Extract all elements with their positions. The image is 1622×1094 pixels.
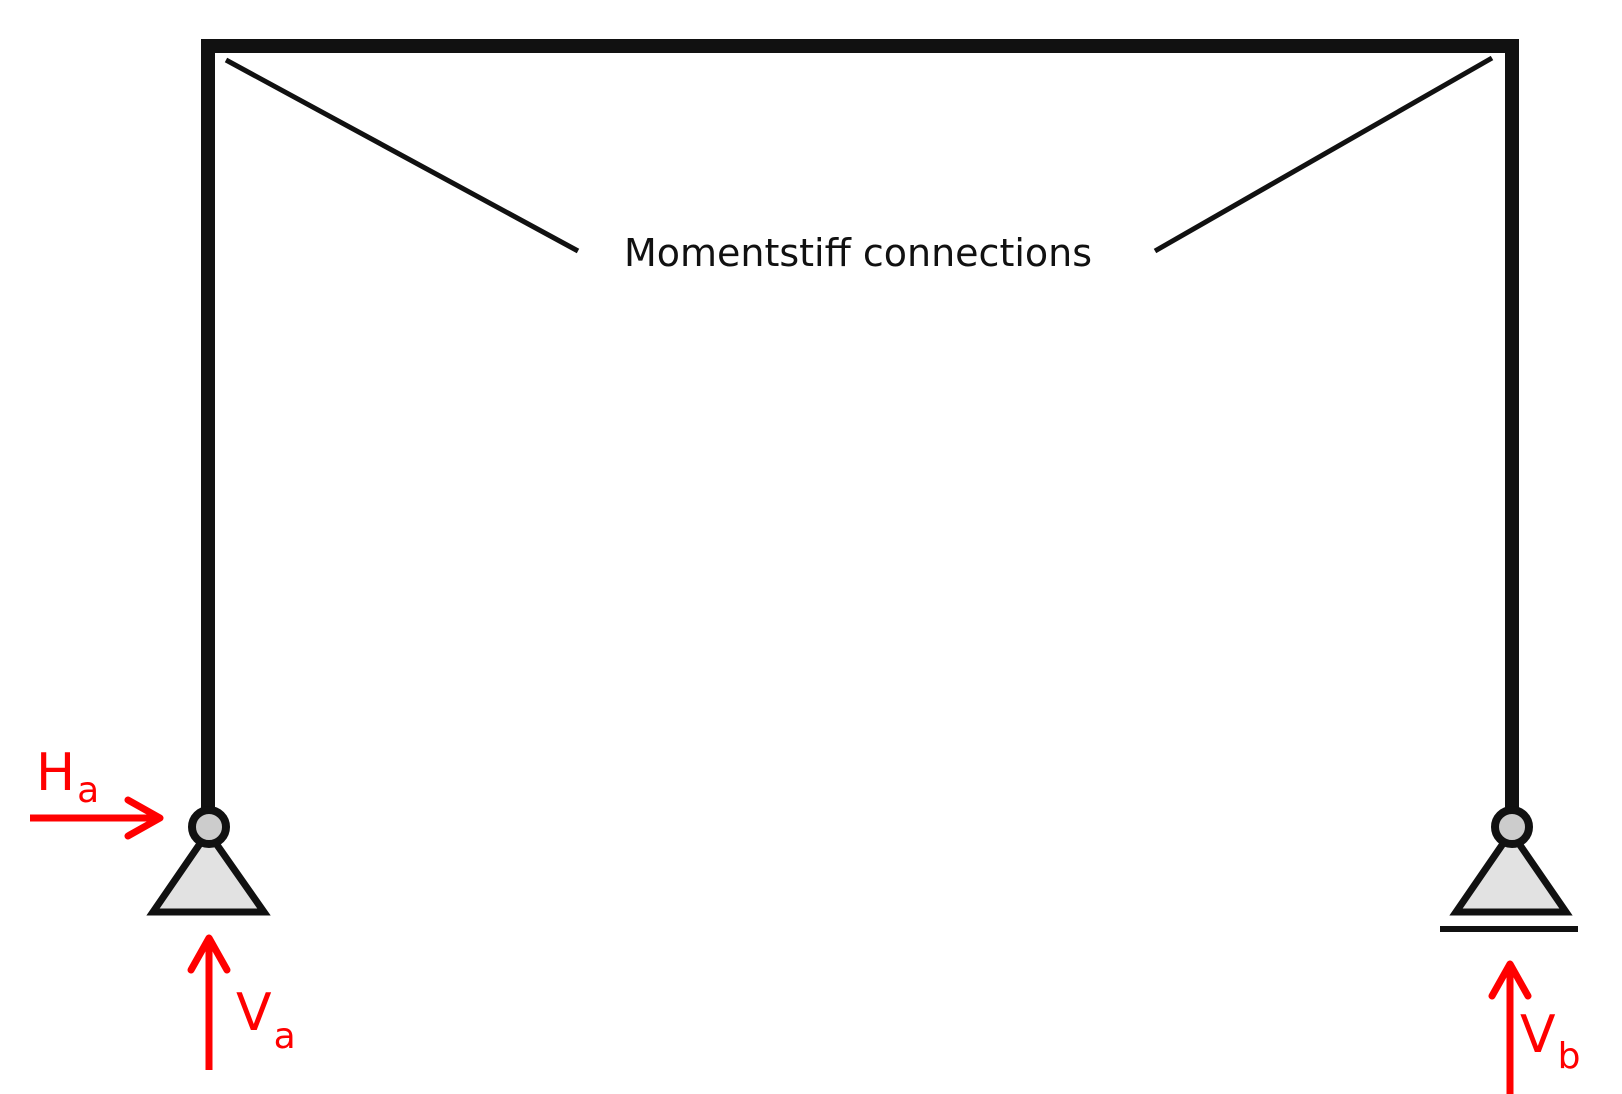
hinge-left [188,806,230,848]
portal-frame [201,39,1519,819]
va-arrow [187,934,231,1070]
support-triangle-right [1449,825,1573,916]
va-label: Va [236,983,296,1057]
ha-label: Ha [36,743,99,811]
annotation-leaders [224,55,1494,254]
vb-arrow [1488,960,1532,1094]
pinned-support-left [146,806,271,916]
leader-left [224,57,580,254]
support-triangle-left [146,825,271,916]
roller-support-right [1440,806,1578,932]
reaction-arrows [30,796,1532,1094]
momentstiff-label: Momentstiff connections [624,231,1092,275]
ha-arrow [30,796,164,840]
hinge-right [1491,806,1533,848]
leader-right [1153,55,1494,254]
vb-label: Vb [1520,1005,1580,1077]
